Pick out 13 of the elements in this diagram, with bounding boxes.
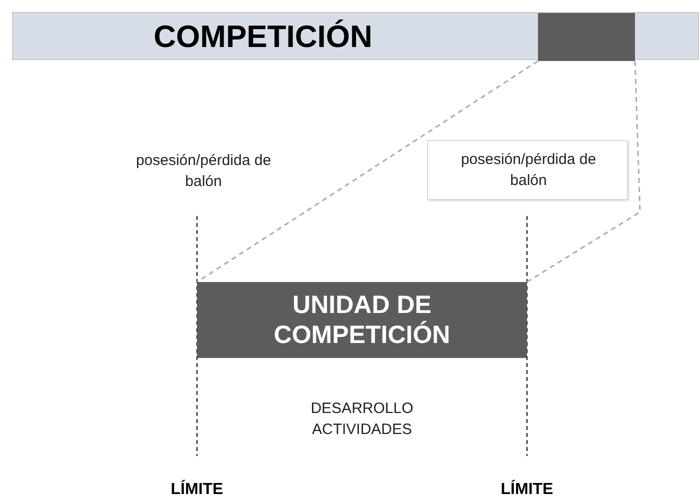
- unit-title: UNIDAD DE COMPETICIÓN: [272, 290, 452, 350]
- phase-label: DESARROLLO ACTIVIDADES: [310, 399, 414, 440]
- limit-label: LÍMITE: [500, 480, 554, 500]
- zoom-line: [526, 60, 641, 283]
- annotation-text: posesión/pérdida de balón: [460, 150, 598, 191]
- zoom-line: [196, 60, 538, 283]
- highlight-block: [538, 13, 635, 61]
- title-text: COMPETICIÓN: [152, 19, 374, 55]
- limit-label: LÍMITE: [170, 480, 224, 500]
- title-band: [12, 12, 699, 60]
- annotation-text: posesión/pérdida de balón: [134, 151, 272, 192]
- unit-box: [197, 282, 527, 358]
- annotation-box: [427, 140, 628, 200]
